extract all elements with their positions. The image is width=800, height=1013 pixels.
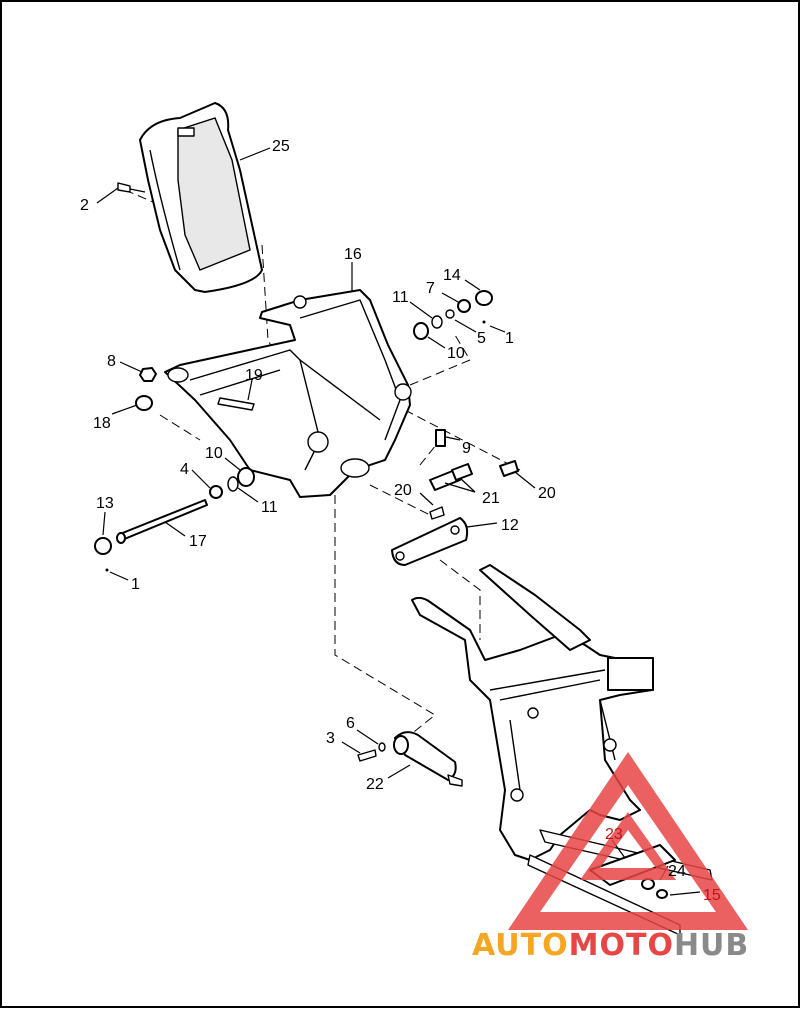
part-8-18-19-hardware xyxy=(135,367,255,411)
part-25-cover xyxy=(139,102,263,293)
watermark-auto: AUTO xyxy=(472,928,569,963)
part-22-shock xyxy=(393,731,463,787)
callout-15: 15 xyxy=(703,887,721,904)
callout-4: 4 xyxy=(180,461,189,478)
callout-10b: 10 xyxy=(205,445,223,462)
part-16-swingarm xyxy=(164,289,412,498)
callout-6: 6 xyxy=(346,715,355,732)
callout-9: 9 xyxy=(462,440,471,457)
callout-19: 19 xyxy=(245,367,263,384)
callout-14: 14 xyxy=(443,267,461,284)
callout-22: 22 xyxy=(366,776,384,793)
callout-17: 17 xyxy=(189,533,207,550)
part-12-link xyxy=(391,517,469,566)
callout-18: 18 xyxy=(93,415,111,432)
callout-11b: 11 xyxy=(261,499,278,516)
callout-23: 23 xyxy=(605,826,623,843)
callout-3: 3 xyxy=(326,730,335,747)
watermark-moto: MOTO xyxy=(569,928,674,963)
callout-2: 2 xyxy=(80,197,89,214)
callout-16: 16 xyxy=(344,246,362,263)
part-14-7-5-11-10-bushings xyxy=(413,290,493,340)
callout-11a: 11 xyxy=(392,289,409,306)
callout-24: 24 xyxy=(668,863,686,880)
part-2-bolt xyxy=(117,182,146,193)
callout-20b: 20 xyxy=(538,485,556,502)
callout-1b: 1 xyxy=(131,576,140,593)
watermark-hub: HUB xyxy=(674,928,749,963)
part-3-6-bolt-washer xyxy=(357,742,386,762)
callout-7: 7 xyxy=(426,280,435,297)
callout-21: 21 xyxy=(482,490,500,507)
leader-lines xyxy=(96,147,701,896)
callout-8: 8 xyxy=(107,353,116,370)
part-frame xyxy=(411,564,654,861)
part-1b-dot xyxy=(105,568,109,572)
callout-1a: 1 xyxy=(505,330,514,347)
watermark-logo xyxy=(508,752,748,930)
callout-20a: 20 xyxy=(394,482,412,499)
callout-labels: 25 2 16 14 7 11 5 1 10 8 19 18 9 10 4 11… xyxy=(80,138,721,904)
callout-10a: 10 xyxy=(447,345,465,362)
part-17-axle xyxy=(116,499,208,544)
callout-25: 25 xyxy=(272,138,290,155)
watermark-triangle-icon xyxy=(508,752,748,930)
callout-13: 13 xyxy=(96,495,114,512)
svg-text:AUTOMOTOHUB: AUTOMOTOHUB xyxy=(472,928,749,963)
part-20-21-pins xyxy=(429,460,519,520)
part-9-plate xyxy=(435,429,446,447)
callout-5: 5 xyxy=(477,330,486,347)
part-4-10-11-spacers xyxy=(209,467,255,499)
part-13-cap xyxy=(94,537,112,555)
watermark-text: AUTOMOTOHUB xyxy=(472,928,749,963)
callout-12: 12 xyxy=(501,517,519,534)
